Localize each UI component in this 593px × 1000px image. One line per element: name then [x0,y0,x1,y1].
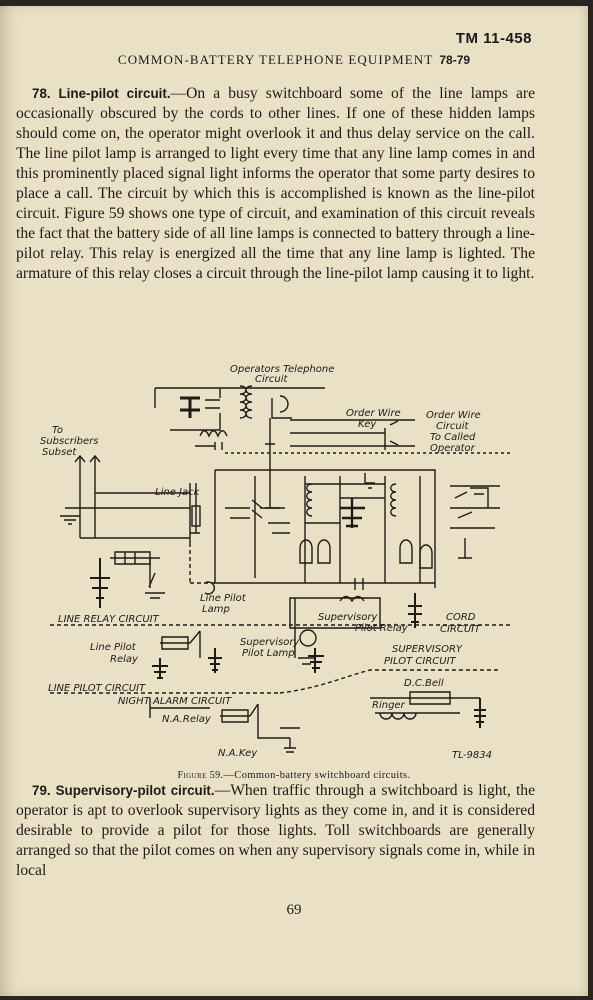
fig-label-order-wire-key-1: Order Wire [346,408,401,419]
paragraph-79-text: —When traffic through a switchboard is l… [16,782,535,879]
fig-label-na-relay: N.A.Relay [162,714,212,725]
fig-label-supervisory: SUPERVISORY [392,644,463,655]
paragraph-78: 78. Line-pilot circuit.—On a busy switch… [16,84,535,284]
fig-label-subscribers: Subscribers [40,436,98,447]
fig-label-line-pilot-relay-1: Line Pilot [90,642,137,653]
fig-label-circuit: CIRCUIT [440,624,481,635]
figure-caption: Figure 59.—Common-battery switchboard ci… [0,770,588,781]
book-page: TM 11-458 COMMON-BATTERY TELEPHONE EQUIP… [0,6,588,996]
running-title: COMMON-BATTERY TELEPHONE EQUIPMENT [117,52,434,67]
paragraph-78-text: —On a busy switchboard some of the line … [16,85,535,282]
fig-label-na-key: N.A.Key [218,748,258,759]
fig-label-cord: CORD [446,612,476,623]
fig-label-order-wire-circuit-2: Circuit [436,421,469,432]
fig-label-order-wire-circuit-1: Order Wire [426,410,481,421]
page-number: 69 [286,902,302,918]
fig-label-ringer: Ringer [372,700,406,711]
fig-label-to: To [52,425,63,436]
fig-label-line-pilot-lamp-1: Line Pilot [200,593,247,604]
paragraph-79: 79. Supervisory-pilot circuit.—When traf… [16,781,535,881]
fig-label-night-alarm-circuit: NIGHT ALARM CIRCUIT [118,696,232,707]
fig-label-supervisory-pilot-lamp-1: Supervisory [240,637,300,648]
fig-label-operators-telephone: Operators Telephone [230,364,334,375]
fig-label-supervisory-pilot-relay-2: Pilot Relay [355,623,409,634]
fig-label-subset: Subset [42,447,77,458]
fig-label-line-pilot-lamp-2: Lamp [202,604,230,615]
fig-label-pilot-circuit: PILOT CIRCUIT [384,656,457,667]
figure-caption-label: Figure 59. [177,770,224,781]
fig-label-order-wire-circuit-3: To Called [430,432,476,443]
paragraph-78-heading: 78. Line-pilot circuit. [32,86,171,101]
fig-label-line-pilot-relay-2: Relay [110,654,139,665]
circuit-diagram: Operators Telephone Circuit To Subscribe… [40,364,510,761]
fig-label-line-relay-circuit: LINE RELAY CIRCUIT [58,614,160,625]
section-range: 78-79 [439,53,471,67]
figure-caption-text: —Common-battery switchboard circuits. [223,770,411,781]
fig-label-order-wire-circuit-4: Operator [430,443,476,454]
fig-label-operators-circuit: Circuit [255,374,288,385]
fig-label-line-pilot-circuit: LINE PILOT CIRCUIT [48,683,146,694]
paragraph-79-heading: 79. Supervisory-pilot circuit. [32,783,215,798]
running-head: COMMON-BATTERY TELEPHONE EQUIPMENT 78-79 [0,52,588,68]
fig-label-supervisory-pilot-lamp-2: Pilot Lamp [242,648,295,659]
fig-label-order-wire-key-2: Key [358,419,377,430]
fig-label-supervisory-pilot-relay-1: Supervisory [318,612,378,623]
fig-label-dc-bell: D.C.Bell [404,678,444,689]
fig-label-tl-number: TL-9834 [452,750,492,761]
tm-number: TM 11-458 [455,30,532,47]
fig-label-line-jack: Line Jack [155,487,201,498]
